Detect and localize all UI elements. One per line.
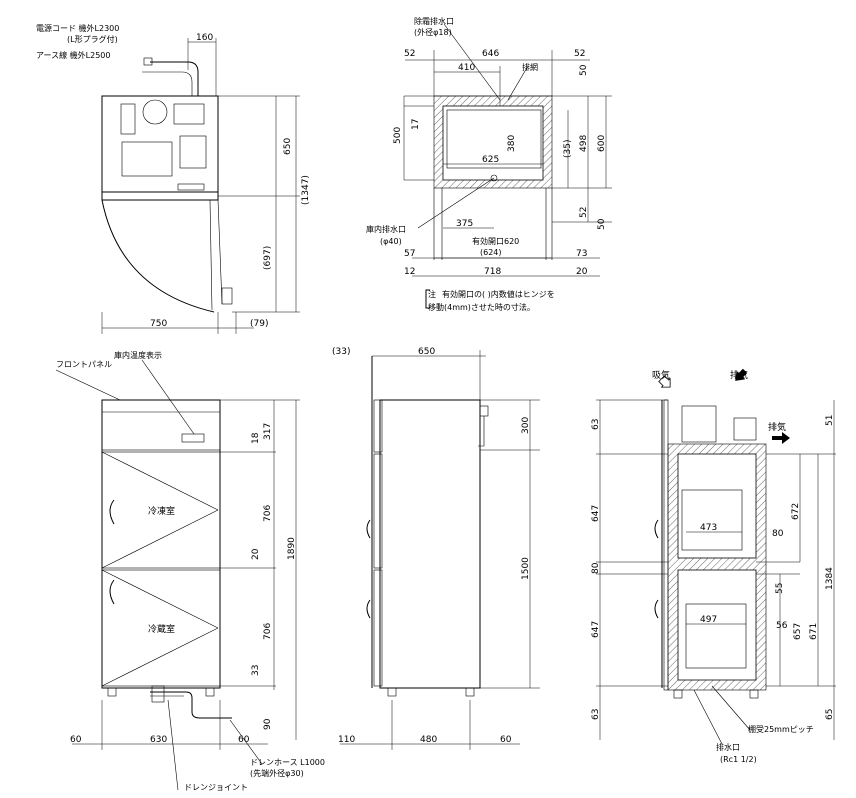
dim-500: 500 <box>393 127 403 144</box>
dim-497: 497 <box>700 615 717 625</box>
dim-706-b: 706 <box>263 623 273 640</box>
dim-647-a: 647 <box>591 505 601 522</box>
dim-12: 12 <box>404 267 415 277</box>
dim-1500: 1500 <box>521 557 531 580</box>
dim-1890: 1890 <box>287 537 297 560</box>
front-view <box>55 359 300 791</box>
label-compartment-upper: 冷凍室 <box>148 505 175 517</box>
dim-600: 600 <box>597 135 607 152</box>
dim-65: 65 <box>825 709 835 720</box>
dim-697: (697) <box>263 246 273 270</box>
top-section-view <box>403 23 612 309</box>
dim-625: 625 <box>482 155 499 165</box>
dim-630: 630 <box>150 735 167 745</box>
dim-671: 671 <box>809 623 819 640</box>
label-power-cord: 電源コード 機外L2300 <box>36 23 119 33</box>
label-compartment-lower: 冷蔵室 <box>148 623 175 635</box>
dim-498: 498 <box>579 135 589 152</box>
top-plan-view <box>101 38 300 334</box>
dim-33-side: (33) <box>332 347 350 357</box>
label-inner-drain: 庫内排水口 <box>366 224 406 234</box>
label-drain-port: 排水口 <box>716 742 740 752</box>
label-exhaust-top: 排気 <box>730 369 748 381</box>
label-earth-wire: アース線 機外L2500 <box>36 50 110 60</box>
dim-1347: (1347) <box>301 175 311 205</box>
dim-650-side: 650 <box>418 347 435 357</box>
dim-51: 51 <box>825 415 835 426</box>
label-drain-dia: (外径φ18) <box>414 27 452 37</box>
dim-55: 55 <box>775 583 785 594</box>
label-drain-port-size: (Rc1 1/2) <box>720 755 757 764</box>
label-intake: 吸気 <box>652 369 670 381</box>
dim-473: 473 <box>700 523 717 533</box>
label-drain-hose: ドレンホース L1000 <box>250 758 325 767</box>
dim-50-b: 50 <box>597 218 607 230</box>
note-bracket: 注 <box>428 289 436 299</box>
dim-410: 410 <box>458 63 475 73</box>
label-drain-outlet: 除霜排水口 <box>414 16 454 26</box>
dim-160: 160 <box>196 33 213 43</box>
dim-380: 380 <box>507 135 517 152</box>
dim-33-front: 33 <box>251 665 261 676</box>
dim-17: 17 <box>411 119 421 130</box>
dim-375: 375 <box>456 219 473 229</box>
dim-79: (79) <box>250 319 268 329</box>
label-power-cord-sub: (L形プラグ付) <box>67 34 118 44</box>
dim-60-b: 60 <box>238 735 250 745</box>
label-effective-opening: 有効開口620 <box>472 236 519 246</box>
side-view <box>340 350 540 750</box>
dim-80-b: 80 <box>772 529 784 539</box>
dim-63-b: 63 <box>591 709 601 720</box>
label-drain-joint: ドレンジョイント <box>184 783 248 792</box>
dim-317: 317 <box>263 423 273 440</box>
label-exhaust-side: 排気 <box>768 421 786 433</box>
dim-18: 18 <box>251 432 261 444</box>
dim-750-plan: 750 <box>150 319 167 329</box>
dim-63-a: 63 <box>591 419 601 430</box>
dim-110: 110 <box>338 735 355 745</box>
label-front-panel: フロントパネル <box>56 360 112 369</box>
dim-35: (35) <box>563 140 573 158</box>
dim-60-side: 60 <box>500 735 512 745</box>
label-shelf-pitch: 棚受25mmピッチ <box>748 724 814 734</box>
dim-56: 56 <box>776 621 788 631</box>
label-inner-drain-dia: (φ40) <box>380 237 402 246</box>
dim-657: 657 <box>793 623 803 640</box>
dim-50-a: 50 <box>579 64 589 76</box>
label-effective-opening-paren: (624) <box>480 248 502 257</box>
dim-672: 672 <box>791 503 801 520</box>
section-view <box>596 368 836 745</box>
dim-52-a: 52 <box>404 49 415 59</box>
label-temp-display: 庫内温度表示 <box>114 350 162 360</box>
dim-650-plan: 650 <box>283 138 293 155</box>
dim-647-b: 647 <box>591 621 601 638</box>
dim-1384: 1384 <box>825 567 835 590</box>
label-drain-hose-dia: (先端外径φ30) <box>250 768 304 778</box>
dim-480: 480 <box>420 735 437 745</box>
note-line-2: 移動(4mm)させた時の寸法。 <box>428 302 535 312</box>
dim-20-front: 20 <box>251 548 261 560</box>
note-line-1: 有効開口の( )内数値はヒンジを <box>442 289 555 299</box>
dim-73: 73 <box>576 249 587 259</box>
dim-60-a: 60 <box>70 735 82 745</box>
dim-300: 300 <box>521 417 531 434</box>
dim-646: 646 <box>482 49 499 59</box>
dim-718: 718 <box>484 267 501 277</box>
label-mesh: 排網 <box>522 62 538 72</box>
dim-52-c: 52 <box>579 207 589 218</box>
dim-80-a: 80 <box>591 562 601 574</box>
dim-52-b: 52 <box>574 49 585 59</box>
dim-706-a: 706 <box>263 505 273 522</box>
dim-57: 57 <box>404 249 415 259</box>
dim-90: 90 <box>263 718 273 730</box>
dim-20-top: 20 <box>576 267 588 277</box>
